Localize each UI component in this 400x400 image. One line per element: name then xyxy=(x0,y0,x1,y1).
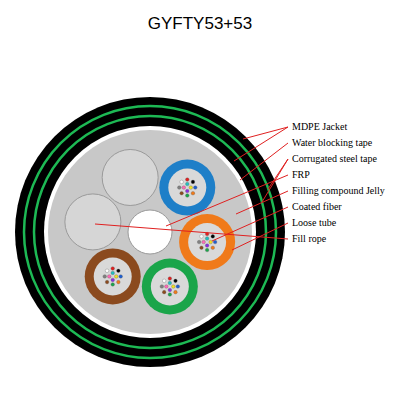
coated-fiber xyxy=(117,269,121,273)
part-label: Loose tube xyxy=(291,217,337,228)
leader-lines xyxy=(95,127,288,250)
frp-member xyxy=(128,210,172,254)
coated-fiber xyxy=(105,269,109,273)
coated-fiber xyxy=(119,275,123,279)
tube-group xyxy=(65,149,235,314)
part-label: Water blocking tape xyxy=(291,137,373,148)
loose-tube xyxy=(159,160,215,216)
coated-fiber xyxy=(189,186,193,190)
loose-tube xyxy=(85,248,141,304)
coated-fiber xyxy=(168,281,172,285)
coated-fiber xyxy=(213,240,217,244)
coated-fiber xyxy=(193,186,197,190)
coated-fiber xyxy=(205,237,209,241)
coated-fiber xyxy=(191,180,195,184)
coated-fiber xyxy=(111,278,115,282)
tube-jelly xyxy=(188,223,226,261)
coated-fiber xyxy=(174,279,178,283)
coated-fiber xyxy=(162,290,166,294)
coated-fiber xyxy=(200,235,204,239)
loose-tube xyxy=(179,214,235,270)
coated-fiber xyxy=(209,240,213,244)
coated-fiber xyxy=(205,248,209,252)
tube-jelly xyxy=(94,257,132,295)
coated-fiber xyxy=(168,293,172,297)
coated-fiber xyxy=(211,246,215,250)
fill-rope xyxy=(102,149,158,205)
leader-line xyxy=(234,127,288,161)
coated-fiber xyxy=(162,279,166,283)
coated-fiber xyxy=(191,191,195,195)
coated-fiber xyxy=(103,275,107,279)
coated-fiber xyxy=(107,275,111,279)
coated-fiber xyxy=(205,244,209,248)
coated-fiber xyxy=(165,285,169,289)
coated-fiber xyxy=(111,283,115,287)
coated-fiber xyxy=(174,290,178,294)
leader-line xyxy=(243,127,288,139)
coated-fiber xyxy=(111,271,115,275)
coated-fiber xyxy=(185,189,189,193)
coated-fiber xyxy=(172,285,176,289)
coated-fiber xyxy=(185,194,189,198)
diagram-title: GYFTY53+53 xyxy=(0,14,400,34)
coated-fiber xyxy=(176,285,180,289)
coated-fiber xyxy=(111,267,115,271)
coated-fiber xyxy=(114,275,118,279)
tube-jelly xyxy=(151,268,189,306)
coated-fiber xyxy=(117,280,121,284)
tube-jelly xyxy=(168,169,206,207)
coated-fiber xyxy=(197,240,201,244)
coated-fiber xyxy=(200,246,204,250)
coated-fiber xyxy=(211,235,215,239)
coated-fiber xyxy=(182,186,186,190)
leader-line xyxy=(240,143,288,180)
coated-fiber xyxy=(160,285,164,289)
part-label: Fill rope xyxy=(291,233,327,244)
coated-fiber xyxy=(185,178,189,182)
leader-line xyxy=(166,175,288,226)
coated-fiber xyxy=(202,240,206,244)
coated-fiber xyxy=(168,288,172,292)
outer-jacket xyxy=(15,97,285,367)
loose-tube xyxy=(142,259,198,315)
steel-tape-ring xyxy=(24,106,276,358)
part-label: Filling compound Jelly xyxy=(291,185,386,196)
part-label: Coated fiber xyxy=(291,201,343,212)
fill-rope xyxy=(65,194,121,250)
coated-fiber xyxy=(177,186,181,190)
coated-fiber xyxy=(180,180,184,184)
part-label: FRP xyxy=(291,169,311,180)
water-blocking-tape xyxy=(44,126,256,338)
leader-line xyxy=(95,224,288,239)
part-label: Corrugated steel tape xyxy=(291,153,378,164)
part-label: MDPE Jacket xyxy=(291,121,348,132)
coated-fiber xyxy=(185,182,189,186)
filling-compound xyxy=(48,130,252,334)
coated-fiber xyxy=(105,280,109,284)
coated-fiber xyxy=(168,277,172,281)
coated-fiber xyxy=(180,191,184,195)
